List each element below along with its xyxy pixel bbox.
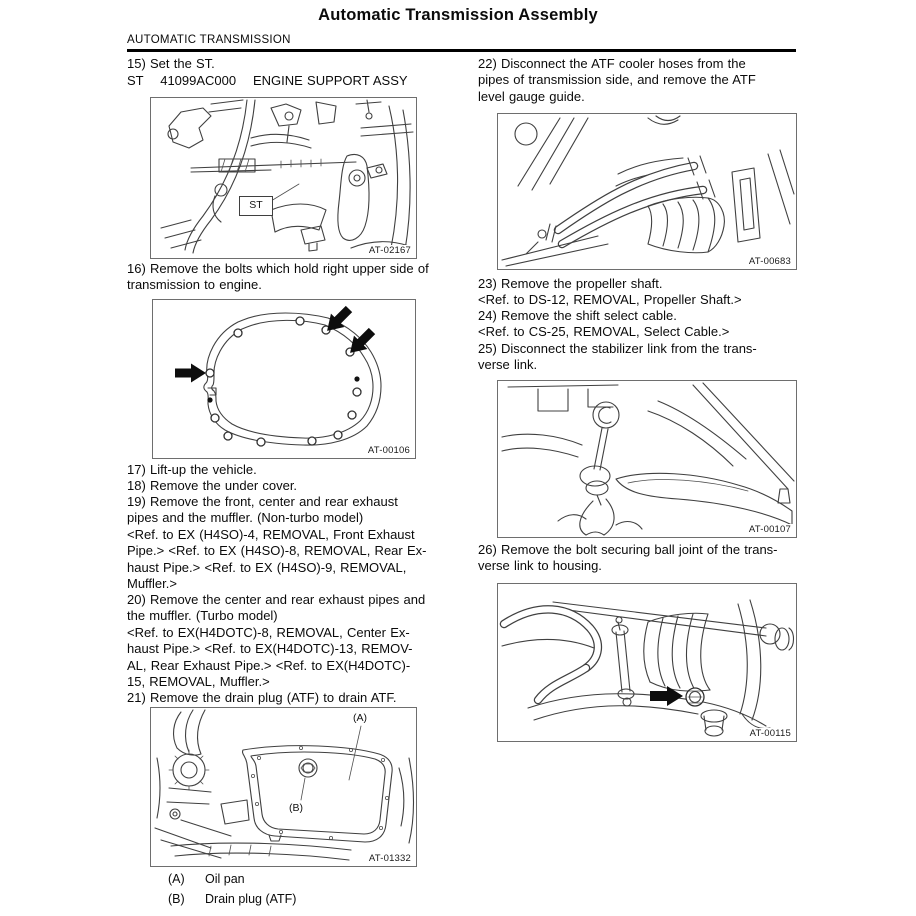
step-21: 21) Remove the drain plug (ATF) to drain… bbox=[127, 690, 397, 705]
engine-bay-illustration bbox=[160, 99, 414, 254]
legend-item-b: (B) Drain plug (ATF) bbox=[168, 892, 296, 906]
figure-engine-support-st: ST AT-02167 bbox=[150, 97, 417, 259]
figure-code: AT-02167 bbox=[366, 245, 413, 256]
step-26: 26) Remove the bolt securing ball joint … bbox=[478, 542, 778, 574]
stabilizer-link-illustration bbox=[501, 382, 795, 536]
legend-key: (A) bbox=[168, 872, 185, 886]
figure-code: AT-00107 bbox=[746, 524, 793, 535]
legend-item-a: (A) Oil pan bbox=[168, 872, 245, 886]
section-header: AUTOMATIC TRANSMISSION bbox=[127, 34, 291, 46]
step-22: 22) Disconnect the ATF cooler hoses from… bbox=[478, 56, 756, 104]
step-23: 23) Remove the propeller shaft. bbox=[478, 276, 663, 291]
callout-b: (B) bbox=[289, 802, 303, 814]
step-17: 17) Lift-up the vehicle. bbox=[127, 462, 257, 477]
figure-ball-joint-bolt: AT-00115 bbox=[497, 583, 797, 742]
figure-code: AT-01332 bbox=[366, 853, 413, 864]
st-tool-label: ST bbox=[239, 196, 273, 216]
figure-code: AT-00683 bbox=[746, 256, 793, 267]
figure-atf-hoses: AT-00683 bbox=[497, 113, 797, 270]
atf-hoses-illustration bbox=[501, 115, 795, 267]
ref-24: <Ref. to CS-25, REMOVAL, Select Cable.> bbox=[478, 324, 730, 339]
figure-housing-bolts: AT-00106 bbox=[152, 299, 416, 459]
figure-code: AT-00115 bbox=[747, 728, 793, 739]
legend-label: Drain plug (ATF) bbox=[205, 892, 297, 906]
step-24: 24) Remove the shift select cable. bbox=[478, 308, 677, 323]
step-25: 25) Disconnect the stabilizer link from … bbox=[478, 341, 757, 373]
ref-20: <Ref. to EX(H4DOTC)-8, REMOVAL, Center E… bbox=[127, 625, 413, 689]
figure-code: AT-00106 bbox=[365, 445, 412, 456]
page-title: Automatic Transmission Assembly bbox=[318, 6, 598, 24]
housing-outline-illustration bbox=[175, 305, 382, 447]
step-20: 20) Remove the center and rear exhaust p… bbox=[127, 592, 426, 624]
legend-key: (B) bbox=[168, 892, 185, 906]
figure-oil-pan: (A) (B) AT-01332 bbox=[150, 707, 417, 867]
ref-23: <Ref. to DS-12, REMOVAL, Propeller Shaft… bbox=[478, 292, 742, 307]
ref-19: <Ref. to EX (H4SO)-4, REMOVAL, Front Exh… bbox=[127, 527, 427, 591]
callout-a: (A) bbox=[353, 712, 367, 724]
step-19: 19) Remove the front, center and rear ex… bbox=[127, 494, 398, 526]
figure-stabilizer-link: AT-00107 bbox=[497, 380, 797, 538]
st-part-line: ST 41099AC000 ENGINE SUPPORT ASSY bbox=[127, 73, 408, 88]
ball-joint-illustration bbox=[499, 599, 795, 737]
header-rule bbox=[127, 49, 796, 52]
step-16: 16) Remove the bolts which hold right up… bbox=[127, 261, 429, 293]
legend-label: Oil pan bbox=[205, 872, 245, 886]
step-15: 15) Set the ST. bbox=[127, 56, 215, 71]
step-18: 18) Remove the under cover. bbox=[127, 478, 298, 493]
oil-pan-illustration bbox=[154, 709, 415, 861]
